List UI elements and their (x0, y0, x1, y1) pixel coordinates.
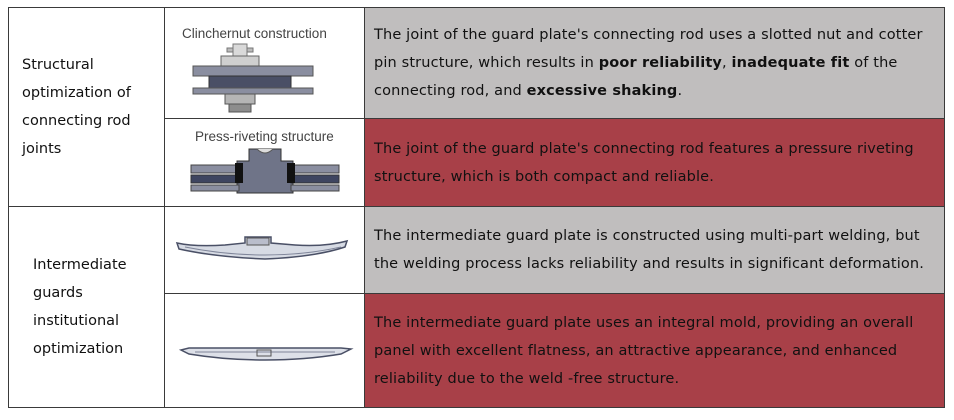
row-label-line: institutional (33, 313, 120, 329)
row-label-connecting-rod: Structural optimization of connecting ro… (8, 7, 165, 207)
description-text: The joint of the guard plate's connectin… (374, 27, 923, 71)
emphasis-poor-reliability: poor reliability (598, 55, 723, 71)
row-label-line: optimization of (22, 85, 131, 101)
description-integral-guard: The intermediate guard plate uses an int… (364, 293, 945, 408)
emphasis-inadequate-fit: inadequate fit (731, 55, 850, 71)
description-welded-guard: The intermediate guard plate is construc… (364, 206, 945, 294)
description-text: . (677, 83, 683, 99)
comparison-table: Structural optimization of connecting ro… (8, 7, 945, 408)
table-row: Press-riveting structure The joint of th… (9, 118, 945, 207)
clinch-nut-assembly-icon (192, 43, 314, 113)
image-caption: Clinchernut construction (182, 26, 327, 41)
row-label-line: Intermediate (33, 257, 127, 273)
row-label-line: optimization (33, 341, 124, 357)
emphasis-excessive-shaking: excessive shaking (526, 83, 678, 99)
row-label-intermediate-guards: Intermediate guards institutional optimi… (8, 206, 165, 408)
row-label-line: Structural (22, 57, 94, 73)
welded-guard-plate-icon (175, 236, 349, 260)
image-cell-integral-guard (164, 293, 365, 408)
image-caption: Press-riveting structure (195, 129, 334, 144)
description-text: , (722, 55, 732, 71)
description-clinch-nut: The joint of the guard plate's connectin… (364, 7, 945, 119)
image-cell-welded-guard (164, 206, 365, 294)
integral-guard-plate-icon (178, 347, 354, 361)
table-row: Intermediate guards institutional optimi… (8, 206, 945, 408)
description-text: of the connecting rod, and (374, 55, 898, 99)
table-row: Structural optimization of connecting ro… (8, 7, 945, 207)
row-label-line: joints (22, 141, 62, 157)
row-label-line: connecting rod (22, 113, 131, 129)
press-rivet-assembly-icon (190, 148, 340, 194)
description-press-rivet: The joint of the guard plate's connectin… (364, 118, 945, 207)
table-row: The intermediate guard plate uses an int… (9, 293, 945, 408)
image-cell-clinch-nut: Clinchernut construction (164, 7, 365, 119)
image-cell-press-rivet: Press-riveting structure (164, 118, 365, 207)
row-label-line: guards (33, 285, 83, 301)
